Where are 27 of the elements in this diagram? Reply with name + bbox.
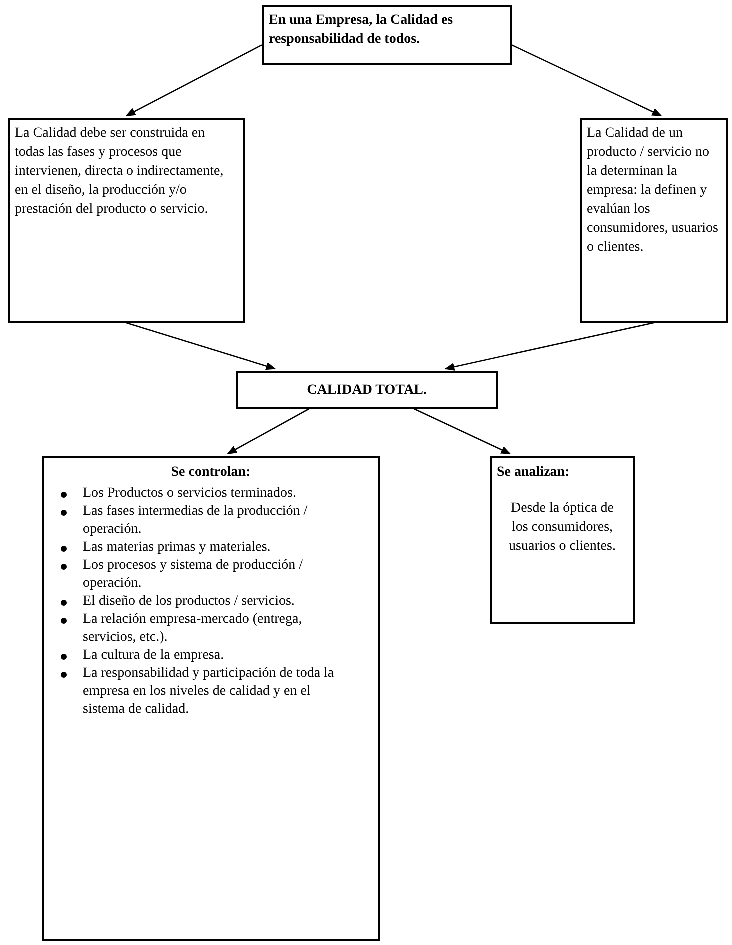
bullet-item: Las fases intermedias de la producción / operación. — [83, 503, 309, 539]
arrow — [126, 44, 262, 117]
node-text: CALIDAD TOTAL. — [307, 382, 427, 400]
bullet-item: La cultura de la empresa. — [83, 647, 224, 665]
bullet-item: La responsabilidad y participación de toda la empresa en los niveles de calidad y en el sistema de calidad. — [83, 665, 336, 719]
bullet-item: El diseño de los productos / servicios. — [83, 593, 295, 611]
arrow — [126, 322, 276, 370]
text-box — [236, 371, 498, 409]
text-box — [580, 118, 728, 323]
arrow — [512, 44, 662, 117]
arrow — [414, 408, 512, 455]
node-text: En una Empresa, la Calidad es responsabilidad de todos. — [269, 12, 454, 49]
bullet-item: Los procesos y sistema de producción / operación. — [83, 557, 304, 593]
note-heading: Se analizan: — [497, 464, 571, 482]
arrow — [227, 408, 310, 455]
arrow — [444, 322, 654, 371]
text-box — [42, 456, 380, 941]
text-box — [262, 5, 512, 65]
bullet-item: La relación empresa-mercado (entrega, servicios, etc.). — [83, 611, 304, 647]
list-heading: Se controlan: — [170, 464, 252, 482]
bullet-item: Los Productos o servicios terminados. — [83, 485, 296, 503]
text-box — [490, 456, 635, 624]
node-text: La Calidad debe ser construida en todas las fases y procesos que intervienen, directa o indirectamente, en el diseño, la producción y/o prestación del producto o servicio. — [15, 125, 225, 219]
text-box — [8, 118, 245, 323]
node-text: La Calidad de un producto / servicio no la determinan la empresa: la definen y evalúan los consumidores, usuarios o clientes. — [587, 125, 720, 257]
bullet-item: Las materias primas y materiales. — [83, 539, 271, 557]
note-text: Desde la óptica de los consumidores, usuarios o clientes. — [508, 500, 617, 556]
